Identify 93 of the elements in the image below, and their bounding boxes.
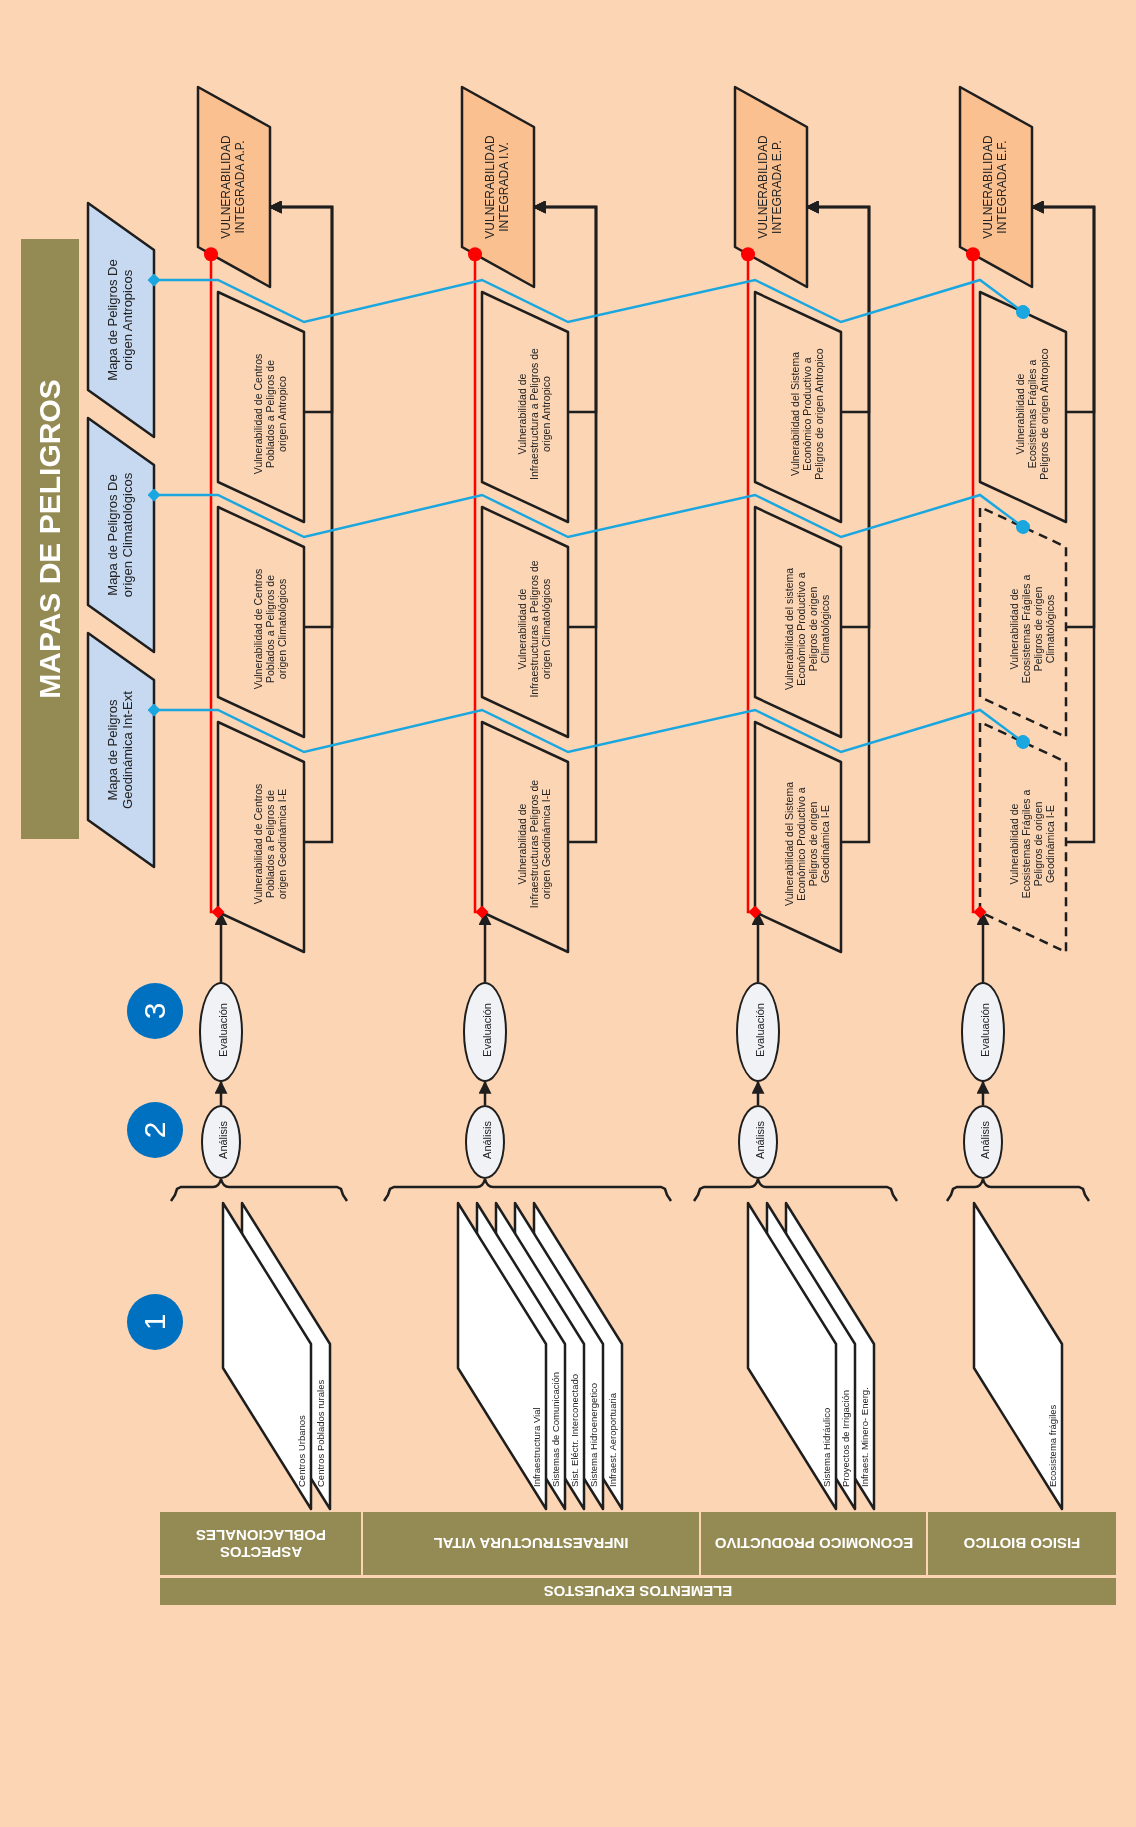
box-label: Sistema Hidráulico bbox=[822, 1407, 833, 1487]
integrated-vulnerability-box bbox=[960, 87, 1032, 287]
connector-arrow bbox=[976, 912, 990, 982]
ellipse-label: Evaluación bbox=[753, 1003, 767, 1057]
vulnerability-box bbox=[755, 507, 841, 737]
box-label: Vulnerabilidad de Infraestructuras Peligros de origen Geodinámica I-E bbox=[515, 778, 553, 911]
vulnerability-box bbox=[980, 722, 1066, 952]
box-label: VULNERABILIDAD INTEGRADA E.F. bbox=[982, 134, 1010, 241]
element-card bbox=[748, 1203, 836, 1509]
connector-arrow bbox=[214, 912, 228, 982]
vulnerability-box bbox=[482, 292, 568, 522]
ellipse-label: Análisis bbox=[216, 1121, 230, 1159]
box-label: Vulnerabilidad del Sistema Económico Productivo a Peligros de origen Antropico bbox=[788, 347, 826, 482]
integrated-vulnerability-box bbox=[462, 87, 534, 287]
box-label: Sistemas de Comunicación bbox=[551, 1371, 562, 1487]
vulnerability-box bbox=[755, 292, 841, 522]
box-label: Vulnerabilidad del sistema Económico Productivo a Peligros de origen Climatológicos bbox=[782, 566, 832, 693]
vulnerability-box bbox=[482, 722, 568, 952]
number-badge bbox=[127, 983, 183, 1039]
element-card bbox=[786, 1203, 874, 1509]
vulnerability-box bbox=[218, 722, 304, 952]
box-label: VULNERABILIDAD INTEGRADA I.V. bbox=[484, 134, 512, 241]
box-label: Mapa de Peligros De origen Antropicos bbox=[106, 258, 136, 383]
ellipse-label: Análisis bbox=[978, 1121, 992, 1159]
connector-arrow bbox=[214, 1080, 228, 1105]
box-label: Infraestructura Vial bbox=[532, 1407, 543, 1487]
connector-arrow bbox=[1030, 200, 1096, 844]
box-label: Proyectos de Irrigación bbox=[841, 1389, 852, 1487]
vulnerability-box bbox=[755, 722, 841, 952]
connector-arrow bbox=[805, 200, 871, 844]
title-banner: MAPAS DE PELIGROS bbox=[21, 239, 79, 839]
box-label: Vulnerabilidad de Centros Poblados a Peligros de origen Geodinámica I-E bbox=[251, 782, 289, 907]
badge-number: 1 bbox=[137, 1313, 172, 1331]
band-label: FISICO BIOTICO bbox=[962, 1535, 1082, 1552]
ellipse-label: Análisis bbox=[753, 1121, 767, 1159]
box-label: Sistema Hidroenergetico bbox=[589, 1382, 600, 1487]
box-label: Centros Urbanos bbox=[297, 1415, 308, 1487]
category-band bbox=[363, 1512, 699, 1575]
band-label: ASPECTOS POBLACIONALES bbox=[194, 1527, 327, 1560]
connector-arrow bbox=[751, 912, 765, 982]
band-label: INFRAESTRUCTURA VITAL bbox=[432, 1535, 630, 1552]
vulnerability-box bbox=[218, 292, 304, 522]
box-label: Vulnerabilidad de Centros Poblados a Peligros de origen Antropico bbox=[251, 352, 289, 477]
element-card bbox=[974, 1203, 1062, 1509]
badge-number: 3 bbox=[137, 1002, 172, 1020]
box-label: Vulnerabilidad de Ecosistemas Frágiles a Peligros de origen Geodinámica I-E bbox=[1007, 788, 1057, 901]
category-band bbox=[701, 1512, 926, 1575]
ellipse-label: Evaluación bbox=[480, 1003, 494, 1057]
vulnerability-box bbox=[482, 507, 568, 737]
connector-arrow bbox=[478, 1080, 492, 1105]
box-label: Infraest. Aeroportuaria bbox=[608, 1393, 619, 1487]
category-band bbox=[160, 1512, 361, 1575]
box-label: Vulnerabilidad de Ecosistemas Frágiles a Peligros de origen Climatológicos bbox=[1007, 573, 1057, 686]
category-band bbox=[928, 1512, 1116, 1575]
integrated-vulnerability-box bbox=[198, 87, 270, 287]
hazard-map-box bbox=[88, 203, 154, 437]
box-label: Sist. Eléctr. Interconectado bbox=[570, 1374, 581, 1487]
box-label: Centros Poblados rurales bbox=[316, 1379, 327, 1487]
box-label: Vulnerabilidad de Infraestructuras a Peligros de origen Climatológicos bbox=[515, 559, 553, 699]
box-label: VULNERABILIDAD INTEGRADA A.P. bbox=[220, 134, 248, 241]
number-badge bbox=[127, 1294, 183, 1350]
connector-arrow bbox=[751, 1080, 765, 1105]
connector-arrow bbox=[976, 1080, 990, 1105]
element-card bbox=[534, 1203, 622, 1509]
hazard-map-box bbox=[88, 633, 154, 867]
box-label: VULNERABILIDAD INTEGRADA E.P. bbox=[757, 134, 785, 241]
box-label: Vulnerabilidad de Infraestructura a Peligros de origen Antropico bbox=[515, 347, 553, 482]
band-label: ECONOMICO PRODUCTIVO bbox=[713, 1535, 914, 1552]
vulnerability-box bbox=[218, 507, 304, 737]
element-card bbox=[458, 1203, 546, 1509]
integrated-vulnerability-box bbox=[735, 87, 807, 287]
box-label: Vulnerabilidad de Ecosistemas Frágiles a Peligros de origen Antropico bbox=[1013, 347, 1051, 482]
element-card bbox=[223, 1203, 311, 1509]
hazard-map-box bbox=[88, 418, 154, 652]
connector-arrow bbox=[478, 912, 492, 982]
badge-number: 2 bbox=[137, 1121, 172, 1139]
band-label: ELEMENTOS EXPUESTOS bbox=[542, 1583, 734, 1600]
box-label: Infraest. Minero- Energ. bbox=[860, 1387, 871, 1487]
section-band bbox=[160, 1578, 1116, 1605]
box-label: Ecosistema frágiles bbox=[1048, 1404, 1059, 1487]
connector-arrow bbox=[532, 200, 598, 844]
box-label: Mapa de Peligros De origen Climatológicos bbox=[106, 471, 136, 600]
element-card bbox=[242, 1203, 330, 1509]
box-label: Mapa de Peligros Geodinámica Int-Ext bbox=[106, 690, 136, 811]
connector-arrow bbox=[268, 200, 334, 844]
box-label: Vulnerabilidad de Centros Poblados a Peligros de origen Climatológicos bbox=[251, 567, 289, 692]
ellipse-label: Evaluación bbox=[978, 1003, 992, 1057]
number-badge bbox=[127, 1102, 183, 1158]
ellipse-label: Análisis bbox=[480, 1121, 494, 1159]
vulnerability-box bbox=[980, 292, 1066, 522]
box-label: Vulnerabilidad del Sistema Económico Productivo a Peligros de origen Geodinámica I-E bbox=[782, 781, 832, 908]
vulnerability-box bbox=[980, 507, 1066, 737]
ellipse-label: Evaluación bbox=[216, 1003, 230, 1057]
